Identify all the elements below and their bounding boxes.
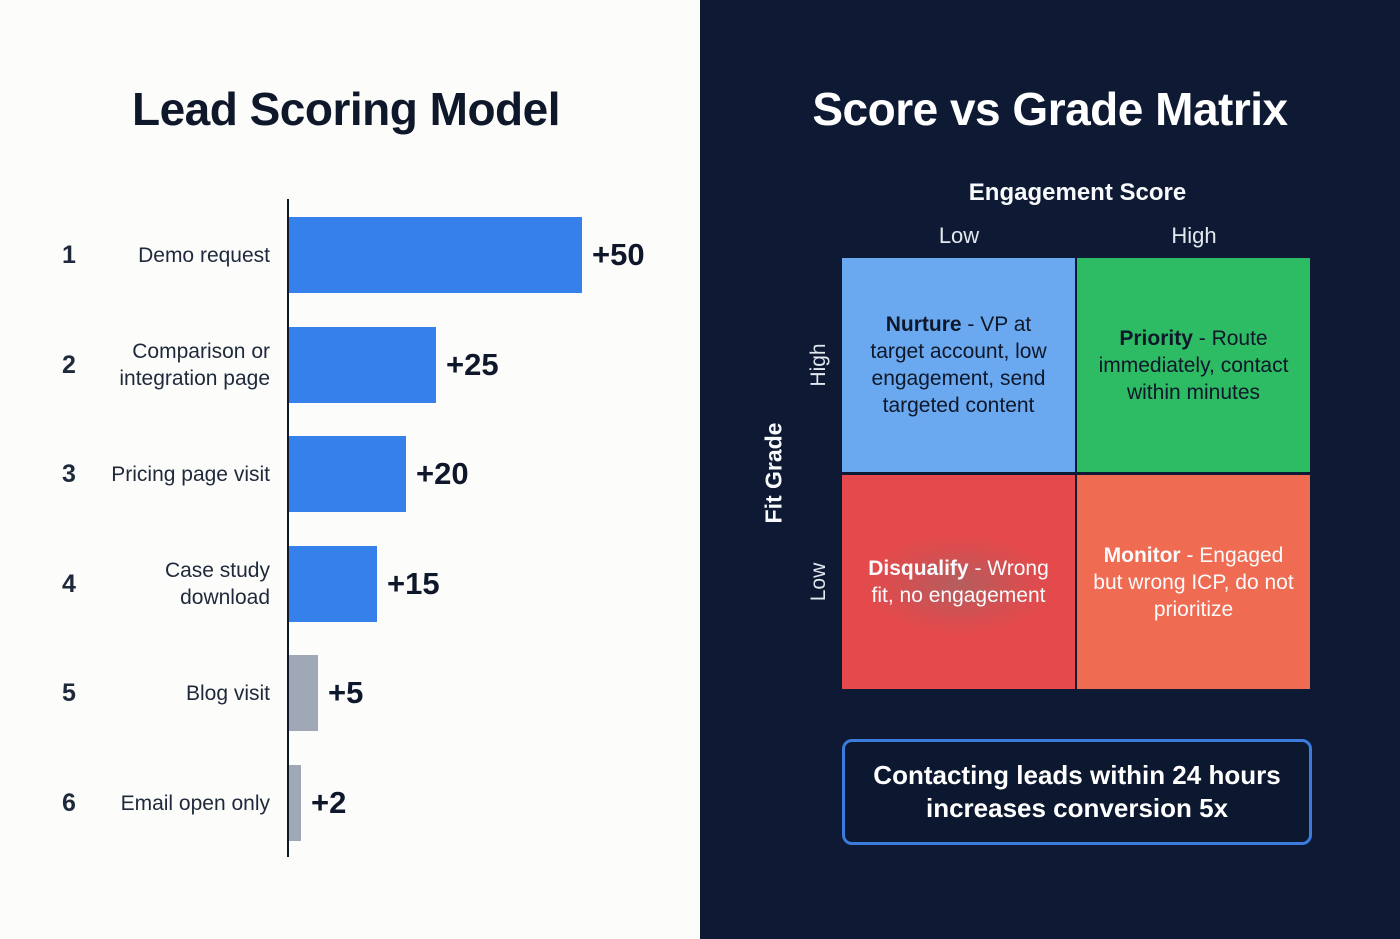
matrix-panel: Score vs Grade Matrix Engagement Score L…: [700, 0, 1400, 939]
bar-row: 3 Pricing page visit +20: [0, 436, 700, 512]
bar-value: +2: [311, 785, 347, 820]
bar-rank: 4: [62, 569, 76, 598]
bar-value: +50: [592, 237, 645, 272]
bar: [289, 217, 582, 293]
bar-label: Case study download: [164, 559, 270, 609]
matrix-cell-priority: Priority - Route immediately, contact wi…: [1077, 258, 1310, 472]
matrix-cell-monitor: Monitor - Engaged but wrong ICP, do not …: [1077, 475, 1310, 689]
lead-scoring-panel: Lead Scoring Model 1 Demo request +50 2 Comp…: [0, 83, 700, 857]
matrix-cell-disqualify: Disqualify - Wrong fit, no engagement: [842, 475, 1075, 689]
lead-scoring-title: Lead Scoring Model: [131, 83, 561, 135]
bar-rank: 3: [62, 459, 76, 488]
bar-label: Email open only: [120, 791, 270, 815]
bar-rank: 6: [62, 788, 76, 817]
bar: [289, 655, 318, 731]
bar-label: Comparison or integration page: [119, 340, 270, 390]
conversion-callout: Contacting leads within 24 hours increas…: [842, 739, 1312, 845]
bar-value: +25: [446, 347, 499, 382]
bar-rank: 5: [62, 678, 76, 707]
bar: [289, 546, 377, 622]
bar-label: Pricing page visit: [111, 462, 270, 486]
bar-row: 6 Email open only +2: [0, 765, 700, 841]
column-label-low: Low: [938, 223, 980, 248]
bar-rank: 1: [62, 240, 76, 269]
bar: [289, 436, 406, 512]
bar-label: Demo request: [138, 243, 270, 267]
bar-row: 5 Blog visit +5: [0, 655, 700, 731]
bar-value: +15: [387, 566, 440, 601]
matrix-cell-nurture: Nurture - VP at target account, low enga…: [842, 258, 1075, 472]
fit-grade-axis-title: Fit Grade: [760, 422, 787, 524]
bar-row: 4 Case study download +15: [0, 546, 700, 622]
engagement-score-axis-title: Engagement Score: [968, 179, 1187, 206]
bar: [289, 327, 436, 403]
bar-rank: 2: [62, 350, 76, 379]
matrix-title: Score vs Grade Matrix: [812, 83, 1288, 135]
bar: [289, 765, 301, 841]
bar-value: +20: [416, 456, 469, 491]
bar-chart-axis: [287, 199, 289, 857]
row-label-high: High: [807, 343, 830, 387]
bar-label: Blog visit: [185, 681, 270, 705]
column-label-high: High: [1171, 223, 1217, 248]
row-label-low: Low: [807, 562, 830, 602]
bar-value: +5: [328, 675, 364, 710]
bar-row: 1 Demo request +50: [0, 217, 700, 293]
bar-row: 2 Comparison or integration page +25: [0, 327, 700, 403]
